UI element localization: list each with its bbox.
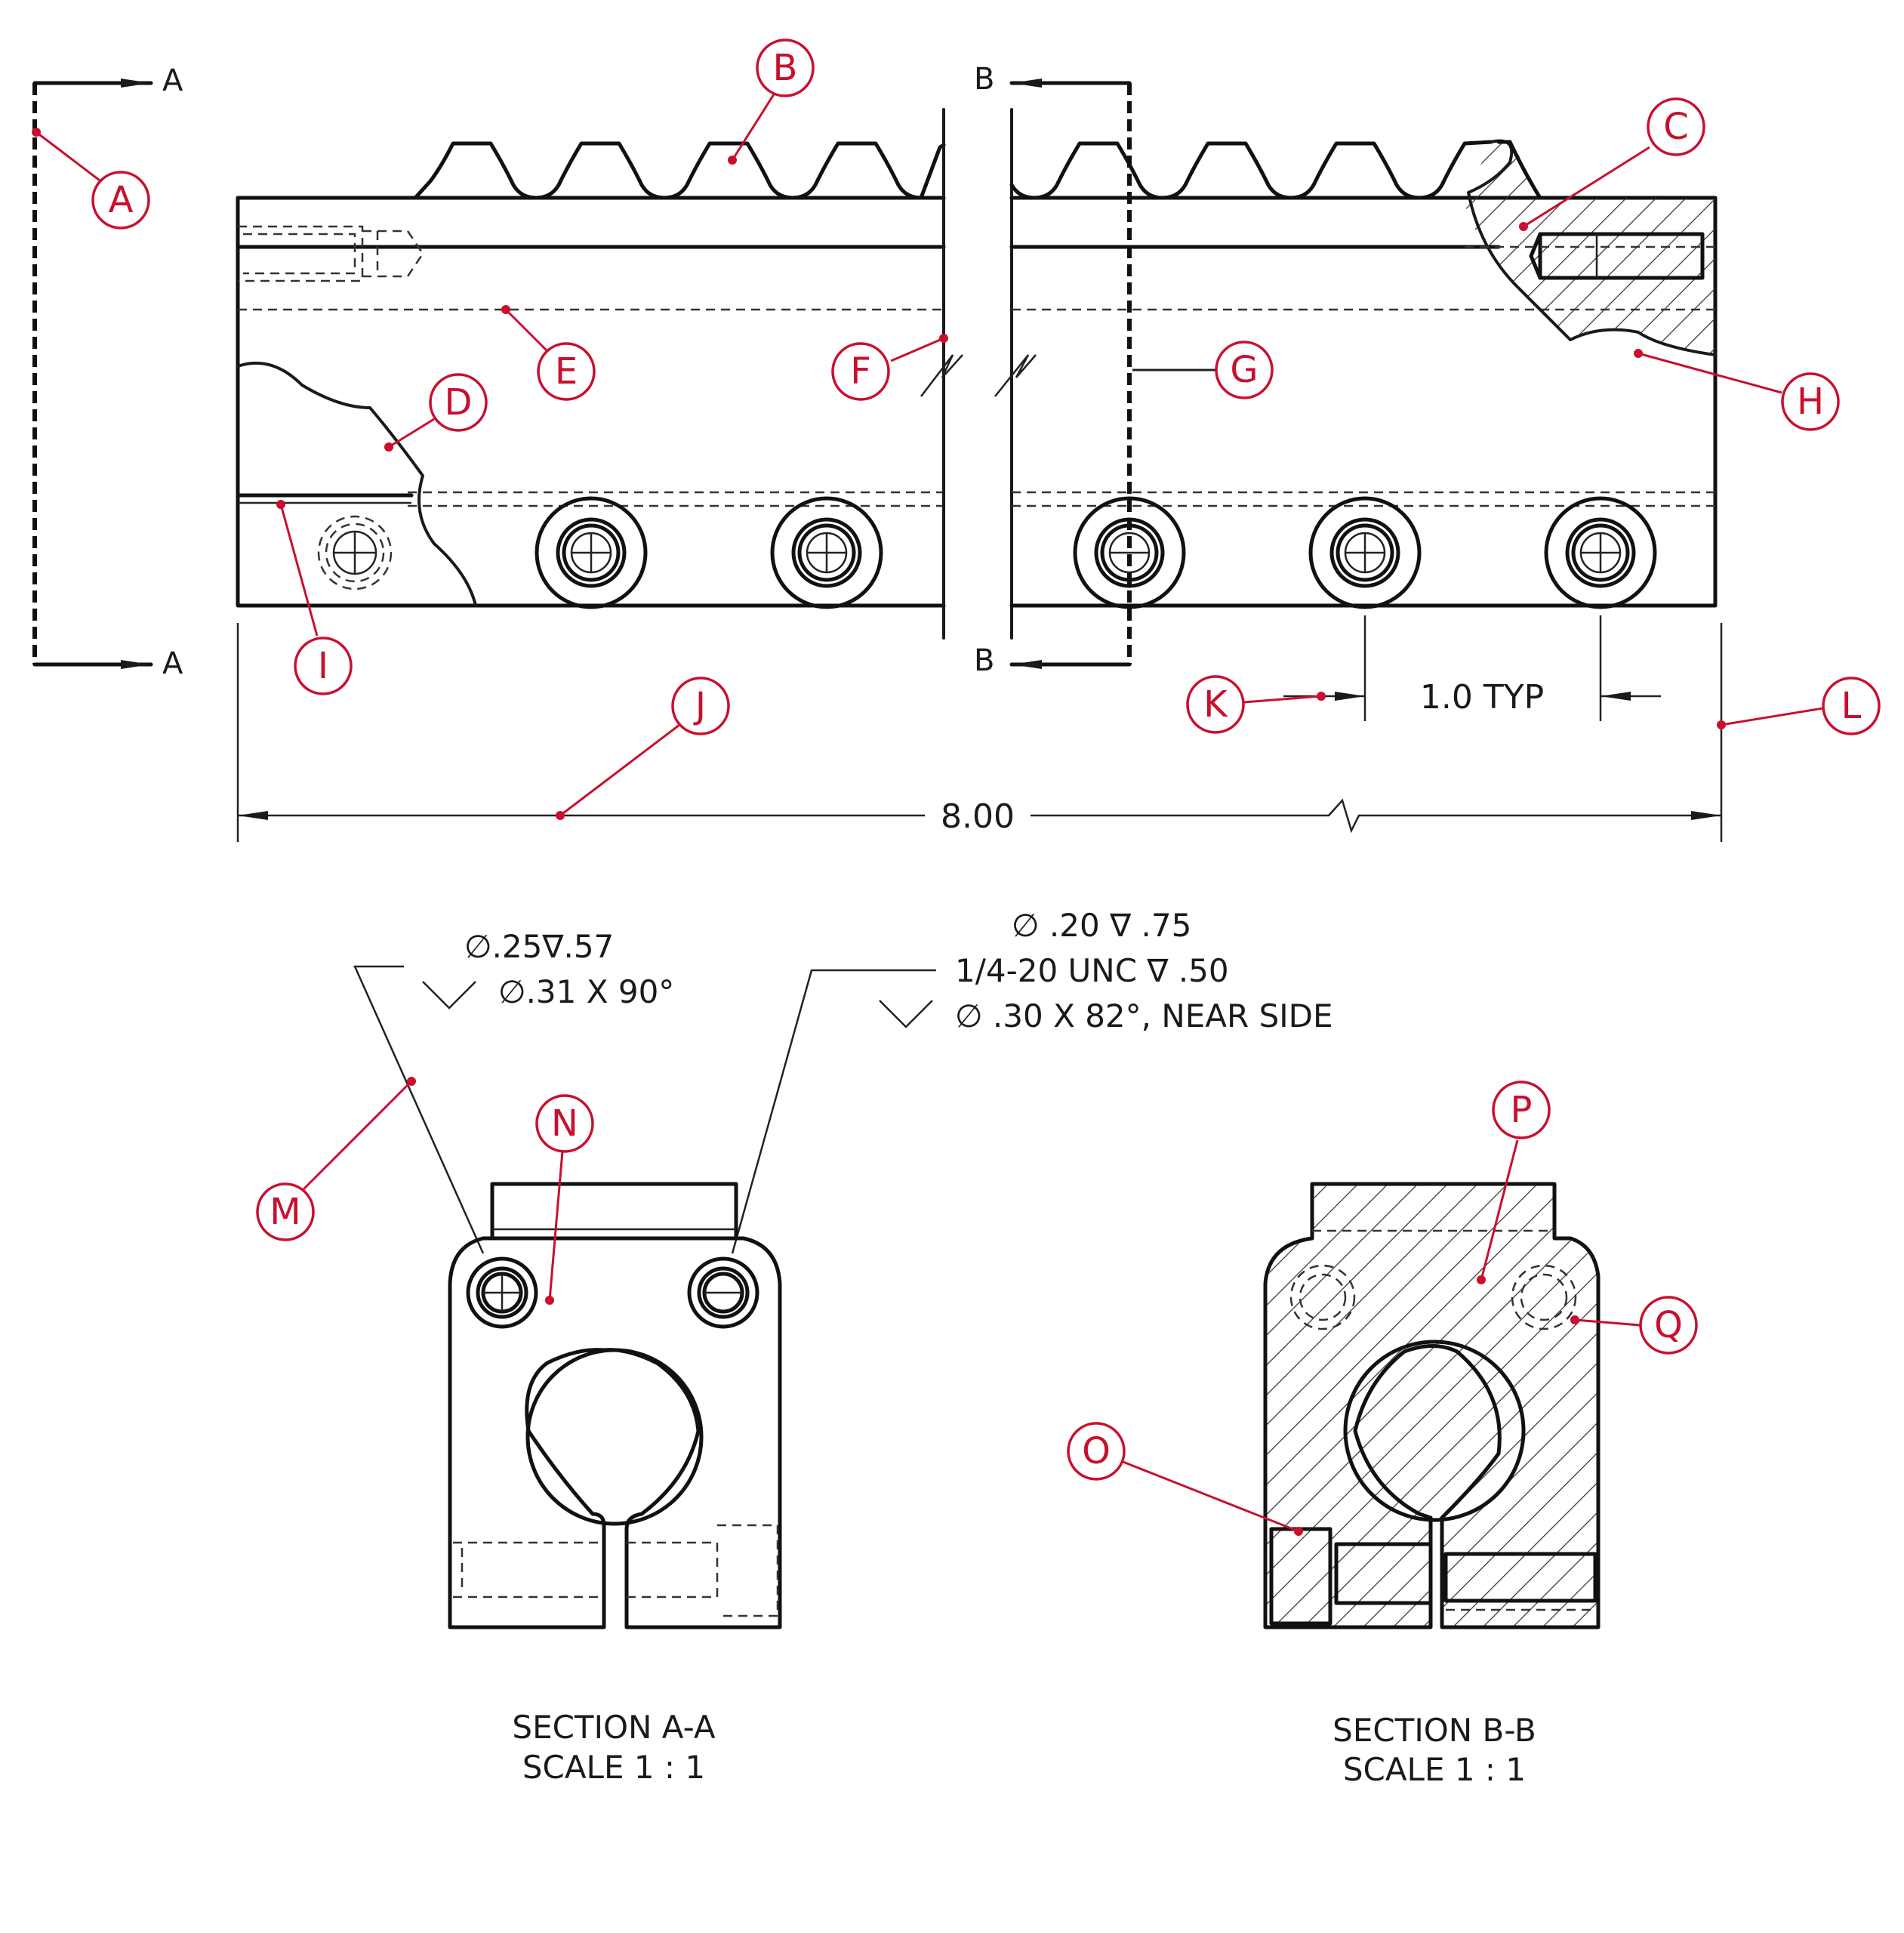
section-b-b-view: SECTION B-B SCALE 1 : 1 <box>1263 1182 1601 1788</box>
top-view: A A B B <box>32 62 1723 842</box>
label-b: B <box>728 39 815 165</box>
hole-callout-right-line3: ∅ .30 X 82°, NEAR SIDE <box>955 997 1333 1034</box>
section-b-title: SECTION B-B <box>1332 1712 1536 1749</box>
svg-text:K: K <box>1203 683 1228 726</box>
label-o: O <box>1067 1422 1303 1536</box>
label-p: P <box>1477 1081 1551 1284</box>
rack-teeth-right <box>1009 140 1493 200</box>
label-d: D <box>384 373 488 452</box>
rack-body-left <box>236 141 946 608</box>
section-a-screw-right <box>687 1256 759 1329</box>
svg-text:A: A <box>109 179 134 221</box>
dimension-spacing: 1.0 TYP <box>1283 615 1661 721</box>
svg-text:B: B <box>773 47 798 89</box>
section-b-marker-bottom: B <box>974 643 994 678</box>
svg-text:Q: Q <box>1654 1304 1683 1346</box>
label-m: M <box>256 1077 416 1241</box>
dimension-overall-text: 8.00 <box>941 797 1015 836</box>
screw-5 <box>1544 496 1657 609</box>
screw-3 <box>1073 496 1186 609</box>
dimension-overall: 8.00 <box>236 623 1723 842</box>
svg-text:C: C <box>1663 106 1689 148</box>
annotation-labels: A B C D E F G H <box>32 39 1881 1536</box>
section-a-scale: SCALE 1 : 1 <box>522 1749 705 1786</box>
screw-4 <box>1308 496 1422 609</box>
hole-callout-left-line2: ∅.31 X 90° <box>498 973 674 1010</box>
screw-2 <box>770 496 883 609</box>
section-b-scale: SCALE 1 : 1 <box>1343 1751 1526 1788</box>
svg-text:I: I <box>318 645 328 687</box>
svg-text:F: F <box>850 350 871 393</box>
svg-text:P: P <box>1511 1089 1533 1131</box>
section-a-title: SECTION A-A <box>512 1709 715 1746</box>
svg-text:D: D <box>445 381 473 424</box>
screw-holes-top <box>317 496 1657 609</box>
label-g: G <box>1132 341 1274 399</box>
dimension-spacing-text: 1.0 TYP <box>1420 678 1544 717</box>
svg-text:N: N <box>551 1102 578 1145</box>
label-i: I <box>276 500 353 695</box>
section-a-screw-left <box>466 1256 538 1329</box>
label-j: J <box>556 677 730 820</box>
hole-callout-left: ∅.25∇.57 ∅.31 X 90° <box>353 928 674 1254</box>
label-a: A <box>32 128 150 230</box>
label-e: E <box>501 305 596 401</box>
screw-1 <box>535 496 648 609</box>
label-q: Q <box>1570 1296 1698 1355</box>
label-l: L <box>1717 677 1881 735</box>
section-a-a-view: SECTION A-A SCALE 1 : 1 <box>448 1182 782 1786</box>
hole-callout-right: ∅ .20 ∇ .75 1/4-20 UNC ∇ .50 ∅ .30 X 82°… <box>731 907 1333 1254</box>
section-a-marker-top: A <box>162 63 183 98</box>
section-b-cut-line: B B <box>974 62 1132 678</box>
section-b-marker-top: B <box>974 62 994 97</box>
break-lines <box>920 108 1037 640</box>
label-c: C <box>1519 97 1705 231</box>
label-h: H <box>1634 349 1840 431</box>
svg-text:J: J <box>693 685 706 727</box>
svg-text:H: H <box>1797 381 1824 423</box>
label-f: F <box>831 334 948 401</box>
hole-callout-right-line2: 1/4-20 UNC ∇ .50 <box>955 952 1229 989</box>
svg-text:O: O <box>1082 1430 1111 1472</box>
svg-text:M: M <box>270 1191 300 1233</box>
hole-callout-right-line1: ∅ .20 ∇ .75 <box>1012 907 1191 944</box>
section-a-cut-line: A A <box>32 63 183 681</box>
label-n: N <box>535 1094 594 1305</box>
section-a-marker-bottom: A <box>162 646 183 681</box>
svg-text:E: E <box>555 350 578 393</box>
hole-callout-left-line1: ∅.25∇.57 <box>464 928 614 965</box>
rack-teeth-left <box>413 141 946 200</box>
label-k: K <box>1186 675 1326 734</box>
svg-text:L: L <box>1841 685 1862 727</box>
svg-text:G: G <box>1230 349 1258 391</box>
counterbore-hidden <box>317 515 393 590</box>
